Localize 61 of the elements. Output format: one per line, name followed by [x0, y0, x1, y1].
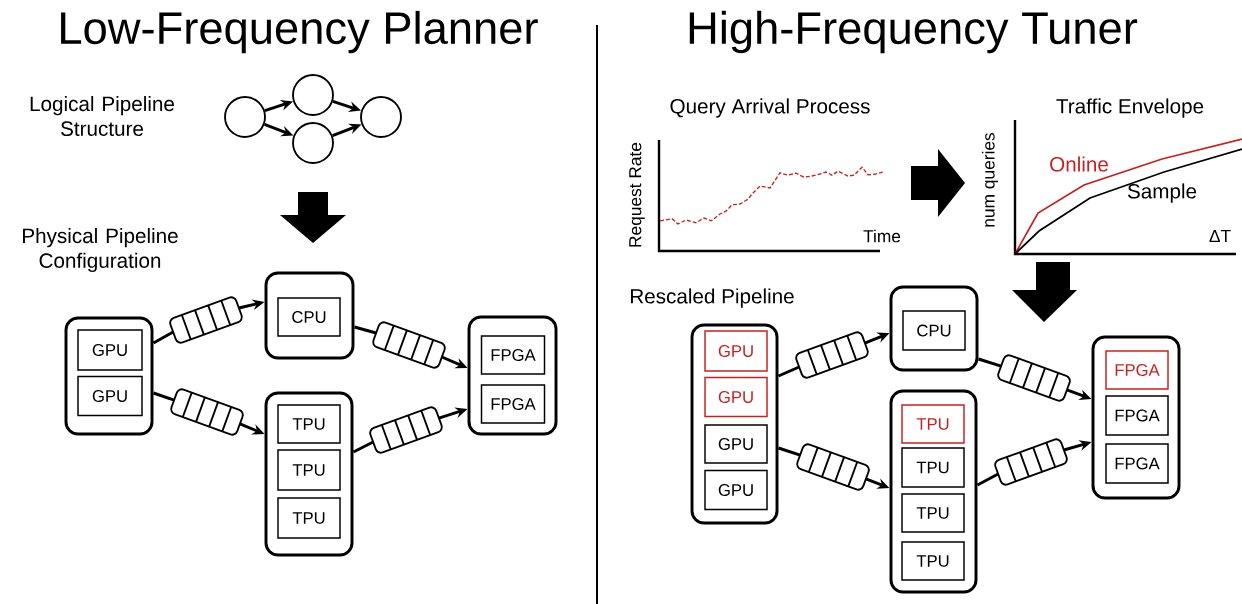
connector-line [976, 472, 999, 487]
section-title: Low-Frequency Planner [61, 10, 538, 54]
device-box: GPU [704, 424, 768, 464]
device-box: TPU [901, 541, 965, 581]
device-box: TPU [901, 447, 965, 488]
device-box: CPU [277, 297, 341, 337]
queue-symbol [997, 354, 1071, 402]
device-box: FPGA [1105, 350, 1169, 390]
heading: Traffic Envelope [1056, 98, 1204, 118]
device-box: GPU [77, 329, 143, 371]
queue-symbol [796, 443, 870, 491]
rounded-box [1091, 335, 1181, 500]
section-title: High-Frequency Tuner [689, 10, 1138, 54]
connector-line [352, 440, 374, 454]
device-box: FPGA [1105, 395, 1169, 436]
axis-label: num queries [981, 132, 999, 227]
queue-symbol [170, 388, 244, 436]
device-box: FPGA [480, 384, 546, 424]
device-box: GPU [704, 469, 768, 511]
device-box: GPU [704, 330, 768, 372]
stage-circle [360, 96, 402, 138]
rounded-box [64, 316, 154, 436]
queue-symbol [369, 406, 443, 454]
device-box: FPGA [480, 335, 546, 375]
curve-label: Online [1050, 156, 1108, 172]
rounded-box [264, 391, 354, 557]
stage-circle [292, 74, 334, 116]
device-box: TPU [901, 404, 965, 444]
stage-circle [224, 96, 266, 138]
queue-symbol [795, 331, 869, 379]
device-box: GPU [77, 375, 143, 417]
device-box: FPGA [1105, 443, 1169, 484]
axis-label: Time [863, 229, 901, 243]
curve-label: Sample [1127, 183, 1197, 203]
rounded-box [467, 315, 558, 436]
rounded-box [690, 323, 779, 525]
queue-symbol [372, 321, 446, 369]
connector-line [354, 325, 377, 335]
heading: Physical Pipeline Configuration [23, 228, 178, 273]
rounded-box [264, 271, 355, 360]
axis-label: ΔT [1209, 230, 1231, 242]
device-box: TPU [277, 497, 341, 539]
connector-line [978, 357, 1002, 368]
queue-symbol [169, 296, 243, 344]
rounded-box [889, 285, 979, 372]
heading: Logical Pipeline Structure [30, 96, 174, 136]
axis-label: Request Rate [629, 142, 645, 247]
heading: Query Arrival Process [670, 98, 870, 118]
heading: Rescaled Pipeline [631, 288, 794, 308]
device-box: TPU [277, 449, 341, 491]
connector-line [778, 446, 801, 457]
connector-line [152, 330, 174, 345]
connector-line [777, 365, 800, 378]
device-box: TPU [901, 493, 965, 533]
queue-symbol [994, 438, 1068, 486]
connector-line [153, 391, 175, 402]
rounded-box [889, 389, 978, 594]
device-box: CPU [902, 310, 966, 351]
device-box: TPU [277, 404, 341, 444]
stage-circle [292, 122, 334, 164]
device-box: GPU [704, 376, 768, 418]
